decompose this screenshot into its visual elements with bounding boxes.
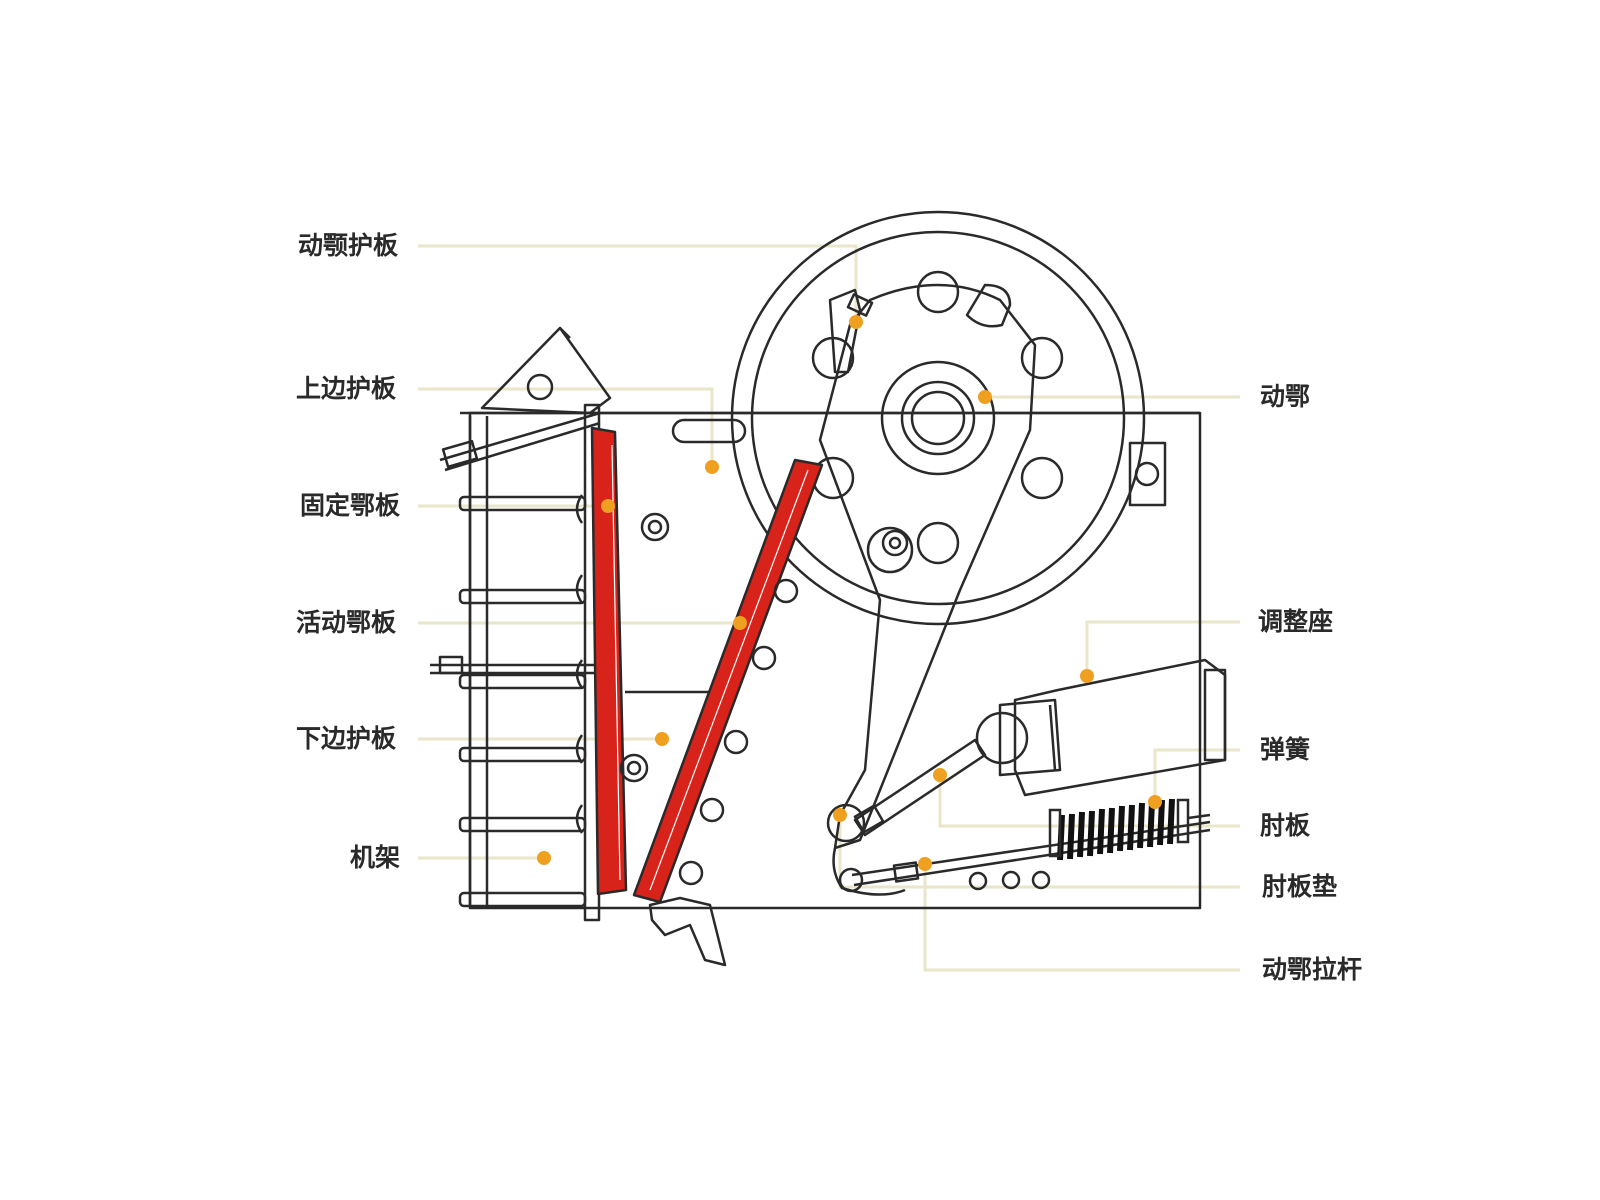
frame-studs xyxy=(458,416,587,908)
dot-moving-jaw-tie-rod xyxy=(918,857,932,871)
dot-moving-jaw-guard xyxy=(849,315,863,329)
left-tension-bolts xyxy=(430,411,601,675)
leader-upper-side-guard xyxy=(418,387,714,465)
label-fixed-jaw-plate: 固定鄂板 xyxy=(300,491,401,520)
label-toggle-plate-pad: 肘板垫 xyxy=(1262,872,1338,901)
leader-adjusting-seat xyxy=(1085,620,1240,674)
dot-upper-side-guard xyxy=(705,460,719,474)
label-moving-jaw-guard: 动颚护板 xyxy=(298,231,399,260)
label-moving-jaw-tie-rod: 动鄂拉杆 xyxy=(1262,955,1363,984)
dot-movable-jaw-plate xyxy=(733,616,747,630)
label-frame: 机架 xyxy=(350,843,401,872)
dot-adjusting-seat xyxy=(1080,669,1094,683)
dot-toggle-plate-pad xyxy=(833,808,847,822)
dot-moving-jaw xyxy=(978,390,992,404)
dot-spring xyxy=(1148,795,1162,809)
label-upper-side-guard: 上边护板 xyxy=(296,374,397,403)
jaw-bolts xyxy=(619,512,909,886)
leader-moving-jaw-tie-rod xyxy=(923,864,1240,972)
label-toggle-plate: 肘板 xyxy=(1260,811,1311,840)
leader-spring xyxy=(1153,748,1240,800)
dot-lower-side-guard xyxy=(655,732,669,746)
label-lower-side-guard: 下边护板 xyxy=(296,724,397,753)
label-spring: 弹簧 xyxy=(1260,735,1311,764)
dot-fixed-jaw-plate xyxy=(601,499,615,513)
dot-frame xyxy=(537,851,551,865)
flywheel-rim xyxy=(750,230,1126,606)
upper-side-guard-shape xyxy=(480,326,612,415)
anchor-dots xyxy=(537,315,1162,871)
tie-rod-shape xyxy=(838,820,1211,893)
fixed-jaw-plate-shape xyxy=(590,426,628,896)
label-adjusting-seat: 调整座 xyxy=(1258,607,1334,636)
dot-toggle-plate xyxy=(933,768,947,782)
adjusting-seat-shape xyxy=(975,658,1227,797)
toggle-plate-shape xyxy=(853,738,987,837)
label-moving-jaw: 动鄂 xyxy=(1260,382,1311,411)
leader-moving-jaw-guard xyxy=(418,244,858,320)
label-movable-jaw-plate: 活动鄂板 xyxy=(296,608,397,637)
flywheel-outer xyxy=(730,210,1146,626)
